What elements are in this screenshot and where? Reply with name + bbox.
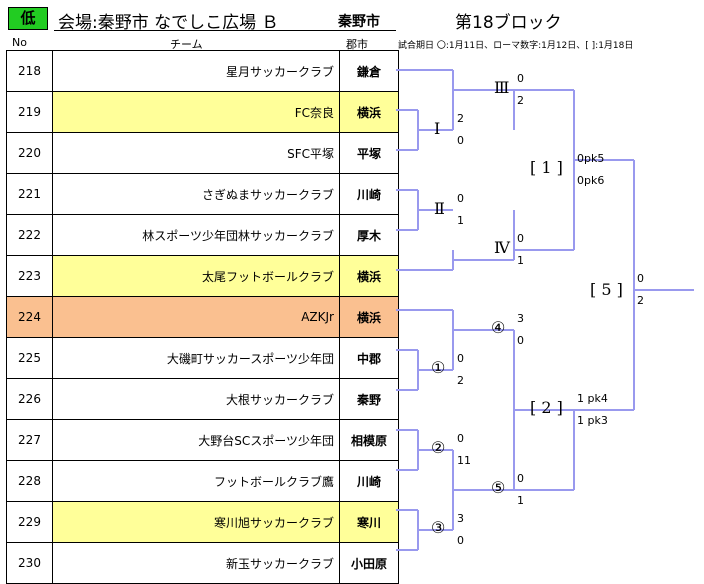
score-bottom: 1 [457, 214, 464, 227]
score-bottom: 0 [457, 134, 464, 147]
team-city: 秦野 [339, 378, 399, 420]
match-label: [ 5 ] [590, 280, 623, 299]
team-no: 220 [6, 132, 53, 174]
match-label: [ 1 ] [530, 158, 563, 177]
score-bottom: 0pk6 [577, 174, 605, 187]
team-no: 224 [6, 296, 53, 338]
match-label: ② [431, 438, 446, 457]
score-bottom: 1 [517, 254, 524, 267]
score-top: 0 [517, 472, 524, 485]
score-bottom: 2 [517, 94, 524, 107]
team-no: 226 [6, 378, 53, 420]
match-label: Ⅰ [434, 119, 441, 138]
score-bottom: 0 [517, 334, 524, 347]
team-city: 横浜 [339, 255, 399, 297]
team-city: 鎌倉 [339, 50, 399, 92]
match-label: ④ [491, 318, 506, 337]
team-city: 川崎 [339, 173, 399, 215]
column-header-team: チーム [170, 38, 203, 51]
score-top: 3 [457, 512, 464, 525]
score-top: 0 [457, 352, 464, 365]
team-name: 寒川旭サッカークラブ [52, 501, 340, 543]
score-bottom: 1 [517, 494, 524, 507]
team-name: 太尾フットボールクラブ [52, 255, 340, 297]
score-top: 0 [637, 272, 644, 285]
level-badge: 低 [8, 7, 48, 30]
match-label: ③ [431, 518, 446, 537]
match-label: ① [431, 358, 446, 377]
block-title: 第18ブロック [455, 13, 562, 33]
team-name: さぎぬまサッカークラブ [52, 173, 340, 215]
title-underline [54, 30, 396, 31]
score-top: 0 [457, 432, 464, 445]
score-top: 2 [457, 112, 464, 125]
match-label: Ⅱ [434, 199, 445, 218]
team-no: 229 [6, 501, 53, 543]
team-city: 厚木 [339, 214, 399, 256]
team-no: 218 [6, 50, 53, 92]
team-city: 川崎 [339, 460, 399, 502]
team-name: FC奈良 [52, 91, 340, 133]
column-header-no: No [12, 36, 27, 49]
venue-title: 会場:秦野市 なでしこ広場 Ｂ [58, 13, 279, 33]
score-bottom: 2 [637, 294, 644, 307]
team-city: 横浜 [339, 91, 399, 133]
team-name: 大根サッカークラブ [52, 378, 340, 420]
score-bottom: 1 pk3 [577, 414, 608, 427]
team-name: AZKJr [52, 296, 340, 338]
score-top: 0pk5 [577, 152, 605, 165]
match-label: Ⅲ [494, 78, 510, 97]
team-no: 221 [6, 173, 53, 215]
team-no: 219 [6, 91, 53, 133]
score-top: 0 [457, 192, 464, 205]
team-city: 横浜 [339, 296, 399, 338]
match-label: [ 2 ] [530, 398, 563, 417]
match-label: Ⅳ [494, 238, 510, 257]
team-no: 222 [6, 214, 53, 256]
venue-city: 秦野市 [338, 14, 380, 30]
team-name: 星月サッカークラブ [52, 50, 340, 92]
date-note: 試合期日 〇:1月11日、ローマ数字:1月12日、[ ]:1月18日 [398, 41, 634, 51]
match-label: ⑤ [491, 478, 506, 497]
score-top: 3 [517, 312, 524, 325]
score-top: 0 [517, 232, 524, 245]
score-bottom: 2 [457, 374, 464, 387]
team-city: 相模原 [339, 419, 399, 461]
team-name: 林スポーツ少年団林サッカークラブ [52, 214, 340, 256]
score-bottom: 11 [457, 454, 471, 467]
score-top: 1 pk4 [577, 392, 608, 405]
column-header-city: 郡市 [346, 38, 368, 51]
score-top: 0 [517, 72, 524, 85]
score-bottom: 0 [457, 534, 464, 547]
